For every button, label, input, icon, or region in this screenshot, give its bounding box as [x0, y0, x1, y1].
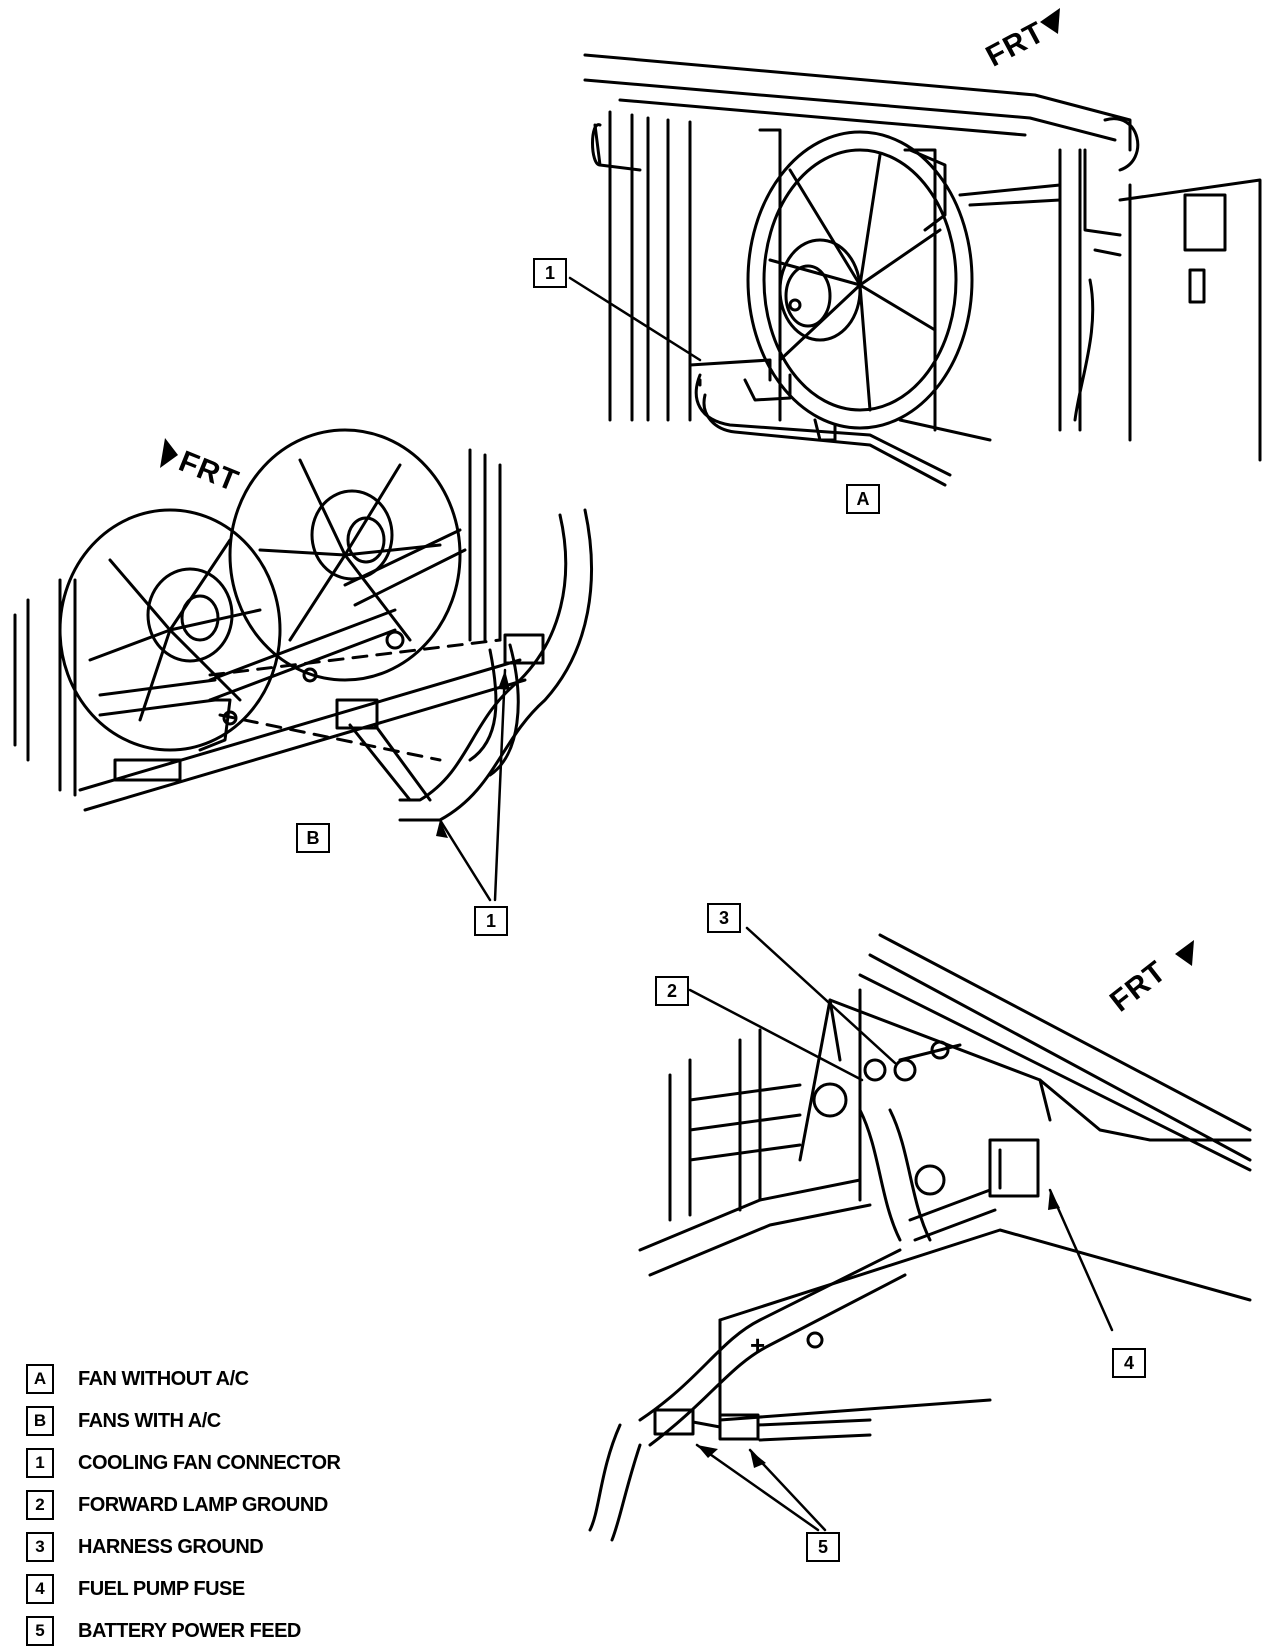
legend-row: 3 HARNESS GROUND: [26, 1526, 446, 1568]
legend-text: FORWARD LAMP GROUND: [78, 1493, 328, 1516]
legend-text: COOLING FAN CONNECTOR: [78, 1451, 341, 1474]
legend-row: A FAN WITHOUT A/C: [26, 1358, 446, 1400]
callout-part-2: 2: [655, 976, 689, 1006]
leader-arrowheads: [436, 670, 1060, 1468]
legend: A FAN WITHOUT A/C B FANS WITH A/C 1 COOL…: [26, 1358, 446, 1652]
legend-text: FANS WITH A/C: [78, 1409, 221, 1432]
legend-text: HARNESS GROUND: [78, 1535, 264, 1558]
callout-view-a: A: [846, 484, 880, 514]
callout-part-3: 3: [707, 903, 741, 933]
battery-plus-mark: +: [750, 1330, 766, 1360]
legend-row: 5 BATTERY POWER FEED: [26, 1610, 446, 1652]
legend-row: 4 FUEL PUMP FUSE: [26, 1568, 446, 1610]
view-b-drawing: [13, 428, 593, 822]
frt-arrowheads: [160, 8, 1194, 966]
callout-view-b: B: [296, 823, 330, 853]
legend-key: 2: [26, 1490, 54, 1520]
legend-text: BATTERY POWER FEED: [78, 1619, 301, 1642]
legend-row: 2 FORWARD LAMP GROUND: [26, 1484, 446, 1526]
legend-key: 4: [26, 1574, 54, 1604]
legend-key: 1: [26, 1448, 54, 1478]
view-a-drawing: [583, 53, 1262, 487]
leader-lines: [438, 276, 1114, 1532]
battery-area-drawing: [588, 933, 1252, 1542]
legend-key: 5: [26, 1616, 54, 1646]
legend-key: A: [26, 1364, 54, 1394]
legend-row: B FANS WITH A/C: [26, 1400, 446, 1442]
callout-part-5: 5: [806, 1532, 840, 1562]
legend-text: FAN WITHOUT A/C: [78, 1367, 249, 1390]
legend-key: B: [26, 1406, 54, 1436]
callout-view-a-part-1: 1: [533, 258, 567, 288]
legend-key: 3: [26, 1532, 54, 1562]
legend-row: 1 COOLING FAN CONNECTOR: [26, 1442, 446, 1484]
legend-text: FUEL PUMP FUSE: [78, 1577, 245, 1600]
callout-part-4: 4: [1112, 1348, 1146, 1378]
callout-view-b-part-1: 1: [474, 906, 508, 936]
